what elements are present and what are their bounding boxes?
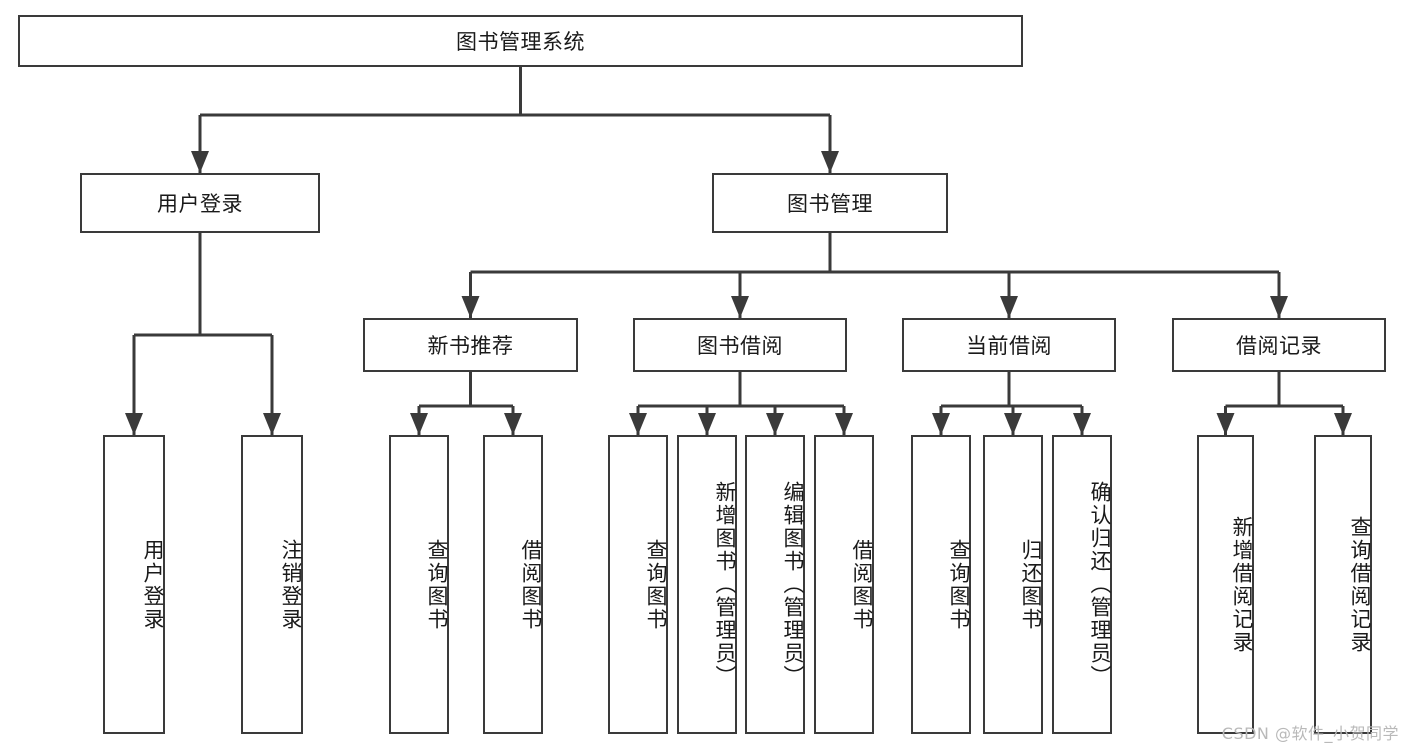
- node-book-borrow[interactable]: 图书借阅: [633, 318, 847, 372]
- node-leaf-query-book-3-label: 查询图书: [947, 538, 971, 631]
- node-leaf-query-book-1-label: 查询图书: [425, 538, 449, 631]
- node-current-borrow-label: 当前借阅: [966, 334, 1052, 358]
- node-leaf-add-book[interactable]: 新增图书（管理员）: [677, 435, 737, 734]
- node-root[interactable]: 图书管理系统: [18, 15, 1023, 67]
- node-leaf-query-book-2-label: 查询图书: [644, 538, 668, 631]
- node-book-borrow-label: 图书借阅: [697, 334, 783, 358]
- node-leaf-confirm-return[interactable]: 确认归还（管理员）: [1052, 435, 1112, 734]
- node-leaf-confirm-return-label: 确认归还（管理员）: [1088, 481, 1112, 688]
- node-leaf-return-book-label: 归还图书: [1019, 538, 1043, 631]
- node-leaf-query-record[interactable]: 查询借阅记录: [1314, 435, 1372, 734]
- node-leaf-add-record[interactable]: 新增借阅记录: [1197, 435, 1254, 734]
- node-leaf-return-book[interactable]: 归还图书: [983, 435, 1043, 734]
- node-leaf-add-book-label: 新增图书（管理员）: [713, 481, 737, 688]
- node-user-login-label: 用户登录: [157, 192, 243, 216]
- node-leaf-logout[interactable]: 注销登录: [241, 435, 303, 734]
- node-current-borrow[interactable]: 当前借阅: [902, 318, 1116, 372]
- node-leaf-edit-book[interactable]: 编辑图书（管理员）: [745, 435, 805, 734]
- node-leaf-edit-book-label: 编辑图书（管理员）: [781, 481, 805, 688]
- node-leaf-query-record-label: 查询借阅记录: [1348, 515, 1372, 654]
- node-user-login[interactable]: 用户登录: [80, 173, 320, 233]
- node-leaf-add-record-label: 新增借阅记录: [1230, 515, 1254, 654]
- node-leaf-user-login[interactable]: 用户登录: [103, 435, 165, 734]
- node-leaf-query-book-3[interactable]: 查询图书: [911, 435, 971, 734]
- node-leaf-borrow-book-2[interactable]: 借阅图书: [814, 435, 874, 734]
- node-borrow-record-label: 借阅记录: [1236, 334, 1322, 358]
- node-leaf-query-book-1[interactable]: 查询图书: [389, 435, 449, 734]
- node-leaf-user-login-label: 用户登录: [141, 538, 165, 631]
- node-book-manage-label: 图书管理: [787, 192, 873, 216]
- node-leaf-borrow-book-1[interactable]: 借阅图书: [483, 435, 543, 734]
- node-leaf-logout-label: 注销登录: [279, 538, 303, 631]
- node-new-book-recommend-label: 新书推荐: [427, 334, 514, 358]
- node-leaf-borrow-book-2-label: 借阅图书: [850, 538, 874, 631]
- node-leaf-borrow-book-1-label: 借阅图书: [519, 538, 543, 631]
- watermark-text: CSDN @软件_小贺同学: [1221, 724, 1399, 743]
- node-leaf-query-book-2[interactable]: 查询图书: [608, 435, 668, 734]
- node-book-manage[interactable]: 图书管理: [712, 173, 948, 233]
- node-borrow-record[interactable]: 借阅记录: [1172, 318, 1386, 372]
- node-root-label: 图书管理系统: [456, 30, 585, 54]
- node-new-book-recommend[interactable]: 新书推荐: [363, 318, 578, 372]
